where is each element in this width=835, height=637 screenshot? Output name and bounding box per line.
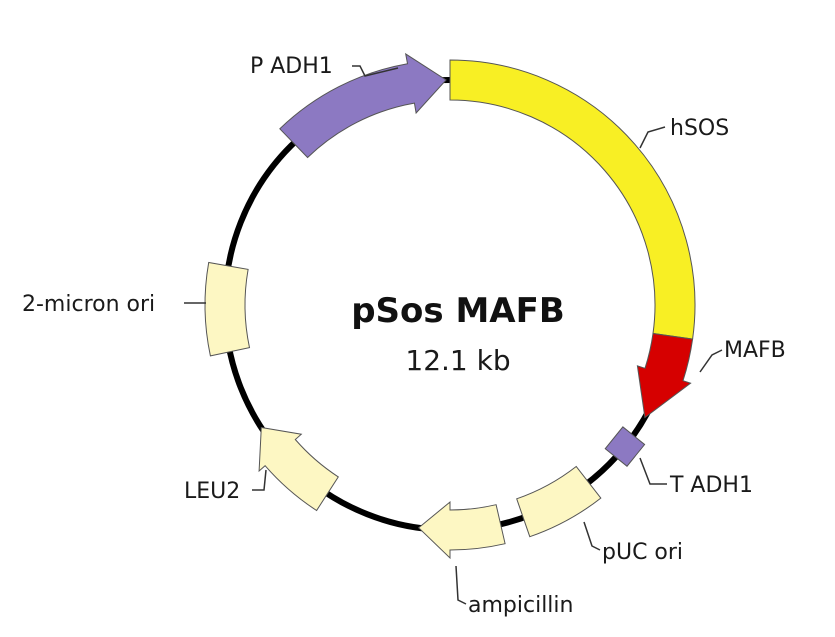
leu2-label: LEU2: [184, 479, 240, 504]
hsos-leader: [639, 126, 666, 149]
plasmid-size: 12.1 kb: [405, 344, 510, 377]
plasmid-name: pSos MAFB: [351, 291, 565, 331]
ampicillin-feature[interactable]: [417, 500, 506, 560]
puc-ori-leader: [583, 521, 601, 551]
p-adh1-leader: [352, 65, 399, 77]
t-adh1-leader: [639, 457, 667, 485]
p-adh1-label: P ADH1: [250, 54, 333, 79]
mafb-feature[interactable]: [636, 332, 694, 419]
puc-ori-label: pUC ori: [602, 540, 683, 565]
mafb-leader: [699, 349, 723, 373]
ampicillin-leader: [455, 565, 467, 605]
2-micron-ori-label: 2-micron ori: [22, 292, 155, 317]
ampicillin-label: ampicillin: [468, 593, 573, 618]
t-adh1-label: T ADH1: [669, 473, 753, 498]
mafb-label: MAFB: [724, 338, 786, 363]
puc-ori-feature[interactable]: [516, 465, 602, 538]
p-adh1-feature[interactable]: [279, 52, 447, 159]
leu2-leader: [252, 469, 267, 491]
leu2-feature[interactable]: [258, 426, 339, 512]
hsos-label: hSOS: [670, 116, 729, 141]
2-micron-ori-feature[interactable]: [204, 261, 251, 357]
t-adh1-feature[interactable]: [604, 426, 646, 467]
